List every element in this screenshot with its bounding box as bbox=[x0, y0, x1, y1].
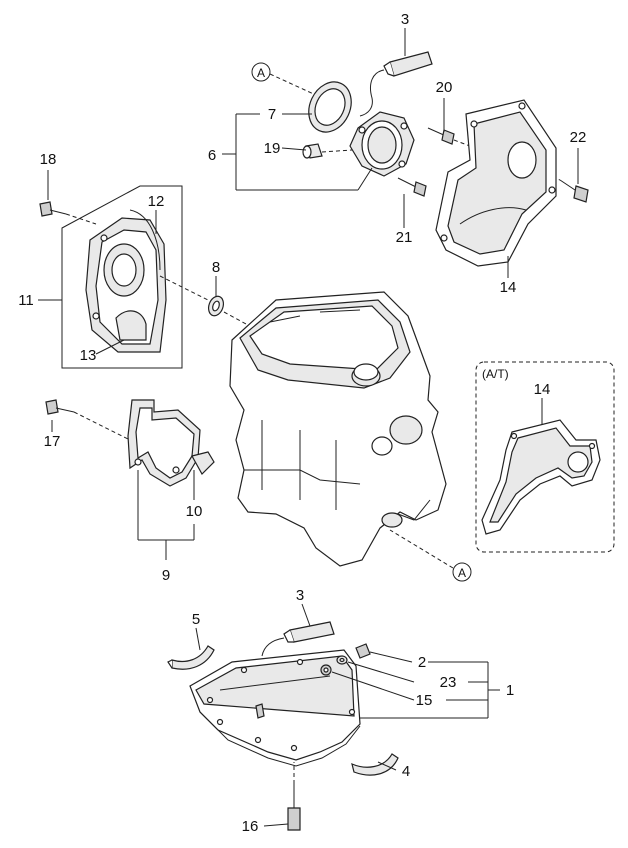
callout-5: 5 bbox=[192, 611, 200, 628]
leader-lines bbox=[38, 28, 579, 827]
oil-seal-ring bbox=[308, 81, 352, 133]
callout-22: 22 bbox=[570, 129, 587, 146]
callout-18: 18 bbox=[40, 151, 57, 168]
callout-23: 23 bbox=[440, 674, 457, 691]
oil-pan bbox=[189, 649, 361, 767]
sealant-tube-top bbox=[359, 51, 433, 117]
callout-15: 15 bbox=[416, 692, 433, 709]
callout-7: 7 bbox=[268, 106, 276, 123]
bolt-21 bbox=[397, 177, 427, 197]
bolt-20 bbox=[427, 127, 455, 145]
callout-10: 10 bbox=[186, 503, 203, 520]
callout-9: 9 bbox=[162, 567, 170, 584]
front-oil-seal bbox=[207, 295, 225, 317]
callout-13: 13 bbox=[80, 347, 97, 364]
callout-11: 11 bbox=[18, 292, 34, 309]
callout-12: 12 bbox=[148, 193, 165, 210]
drain-plug-washer bbox=[336, 655, 348, 665]
bolt-18 bbox=[39, 201, 67, 217]
rear-seal-housing bbox=[349, 111, 415, 177]
callout-labels: 3 7 19 6 20 21 22 14 18 12 11 13 8 14 17… bbox=[18, 11, 586, 835]
callout-14-top: 14 bbox=[500, 279, 517, 296]
callout-4: 4 bbox=[402, 763, 410, 780]
timing-cover-group bbox=[61, 185, 183, 369]
sealant-tube-bottom bbox=[261, 621, 335, 657]
oil-pan-gasket-front bbox=[167, 645, 215, 670]
callout-3-bottom: 3 bbox=[296, 587, 304, 604]
callout-21: 21 bbox=[396, 229, 413, 246]
lower-timing-cover bbox=[127, 399, 215, 487]
callout-2: 2 bbox=[418, 654, 426, 671]
dowel-pin bbox=[302, 143, 323, 159]
reference-a-top-label: A bbox=[257, 66, 265, 80]
rear-end-plate bbox=[435, 99, 557, 267]
at-inset-box: (A/T) bbox=[475, 361, 615, 553]
reference-marker-a-bottom: A bbox=[452, 562, 472, 582]
at-inset-label: (A/T) bbox=[482, 367, 509, 381]
callout-16: 16 bbox=[242, 818, 259, 835]
oil-pan-gasket-rear bbox=[351, 753, 399, 776]
callout-19: 19 bbox=[264, 140, 281, 157]
callout-3-top: 3 bbox=[401, 11, 409, 28]
bolt-17 bbox=[45, 399, 75, 415]
engine-block bbox=[229, 291, 447, 567]
reference-a-bottom-label: A bbox=[458, 566, 466, 580]
callout-20: 20 bbox=[436, 79, 453, 96]
bolt-16 bbox=[287, 784, 301, 831]
callout-17: 17 bbox=[44, 433, 61, 450]
bolt-22 bbox=[559, 179, 589, 203]
callout-8: 8 bbox=[212, 259, 220, 276]
oil-pan-nut bbox=[320, 664, 332, 676]
callout-1: 1 bbox=[506, 682, 514, 699]
reference-marker-a-top: A bbox=[251, 62, 271, 82]
callout-6: 6 bbox=[208, 147, 216, 164]
drain-plug-bolt bbox=[355, 643, 371, 659]
callout-14-inset: 14 bbox=[534, 381, 551, 398]
